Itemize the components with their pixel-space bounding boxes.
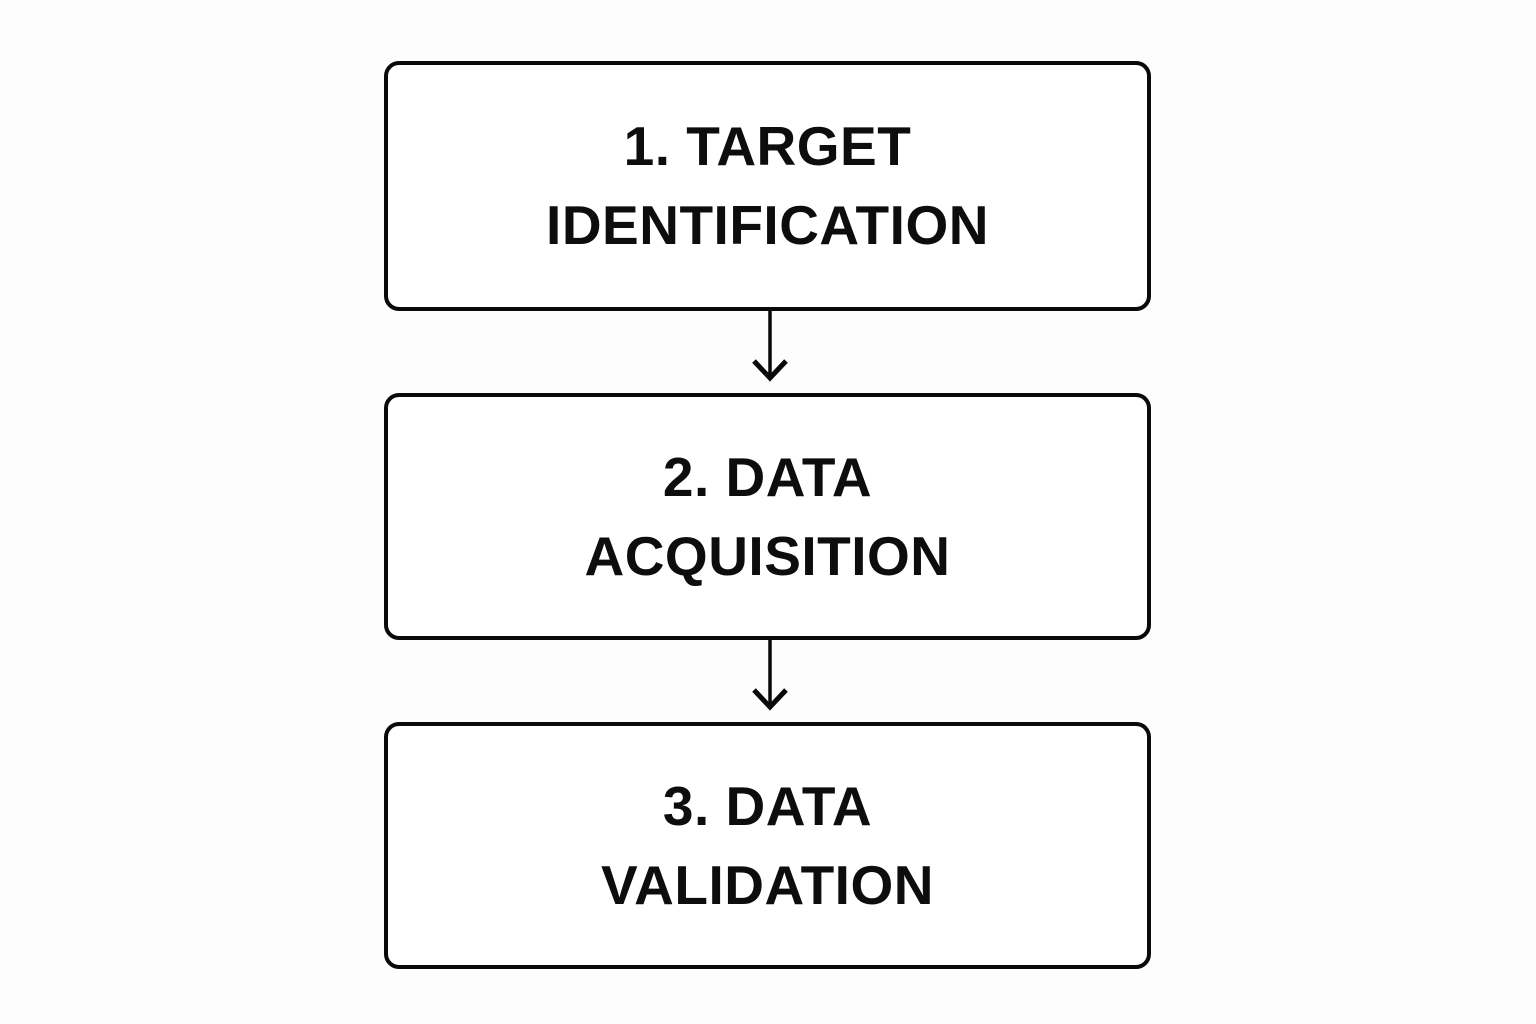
flow-step-box-2[interactable]: 2. DATA ACQUISITION (384, 393, 1151, 640)
flow-step-3-line-1: 3. DATA (662, 774, 873, 837)
flow-step-1-line-1: 1. TARGET (623, 115, 912, 177)
flow-step-3-line-2: VALIDATION (601, 853, 934, 916)
flow-arrow-2-to-3 (735, 640, 805, 723)
flow-step-2-line-1: 2. DATA (662, 445, 873, 508)
flow-step-2-line-2: ACQUISITION (584, 524, 951, 587)
flow-arrow-1-to-2 (735, 311, 805, 394)
flow-step-box-3[interactable]: 3. DATA VALIDATION (384, 722, 1151, 969)
flow-step-box-1[interactable]: 1. TARGET IDENTIFICATION (384, 61, 1151, 311)
flow-step-1-line-2: IDENTIFICATION (546, 194, 989, 256)
